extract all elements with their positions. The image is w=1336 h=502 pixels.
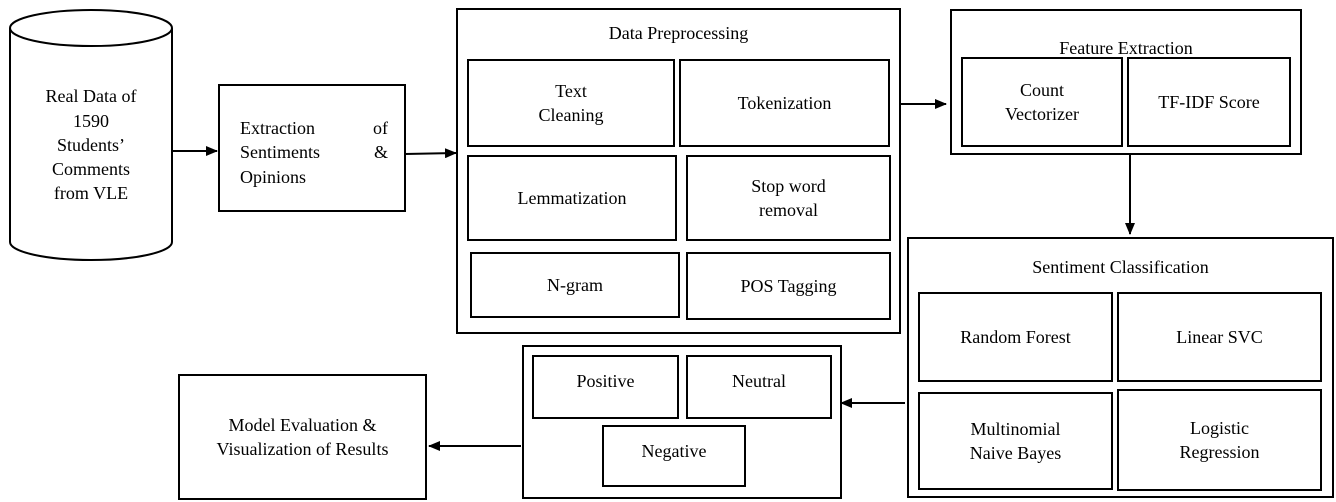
sentiment-classification-title: Sentiment Classification [1032,257,1209,277]
tfidf-score-box: TF-IDF Score [1127,57,1291,147]
stopword-removal-box: Stop word removal [686,155,891,241]
logistic-regression-box: Logistic Regression [1117,389,1322,491]
opinions-word: Opinions [240,166,307,187]
extraction-word: Extraction [240,118,315,138]
of-word: of [373,118,388,138]
ampersand-word: & [373,142,388,163]
lemmatization-box: Lemmatization [467,155,677,241]
feature-extraction-title: Feature Extraction [1059,38,1193,58]
extraction-box: Extraction of Sentiments & Opinions [218,84,406,212]
linear-svc-box: Linear SVC [1117,292,1322,382]
positive-box: Positive [532,355,679,419]
sentiments-word: Sentiments [240,142,320,163]
extraction-text: Extraction of Sentiments & Opinions [240,116,388,189]
count-vectorizer-box: Count Vectorizer [961,57,1123,147]
preprocessing-title: Data Preprocessing [608,23,749,43]
random-forest-box: Random Forest [918,292,1113,382]
source-label: Real Data of 1590 Students’ Comments fro… [45,86,137,204]
tokenization-box: Tokenization [679,59,890,147]
database-cylinder [9,9,173,261]
neutral-box: Neutral [686,355,832,419]
text-cleaning-box: Text Cleaning [467,59,675,147]
model-evaluation-box: Model Evaluation & Visualization of Resu… [178,374,427,500]
negative-box: Negative [602,425,746,487]
ngram-box: N-gram [470,252,680,318]
naive-bayes-box: Multinomial Naive Bayes [918,392,1113,490]
pos-tagging-box: POS Tagging [686,252,891,320]
arrow-extraction-to-preprocessing [404,148,457,159]
